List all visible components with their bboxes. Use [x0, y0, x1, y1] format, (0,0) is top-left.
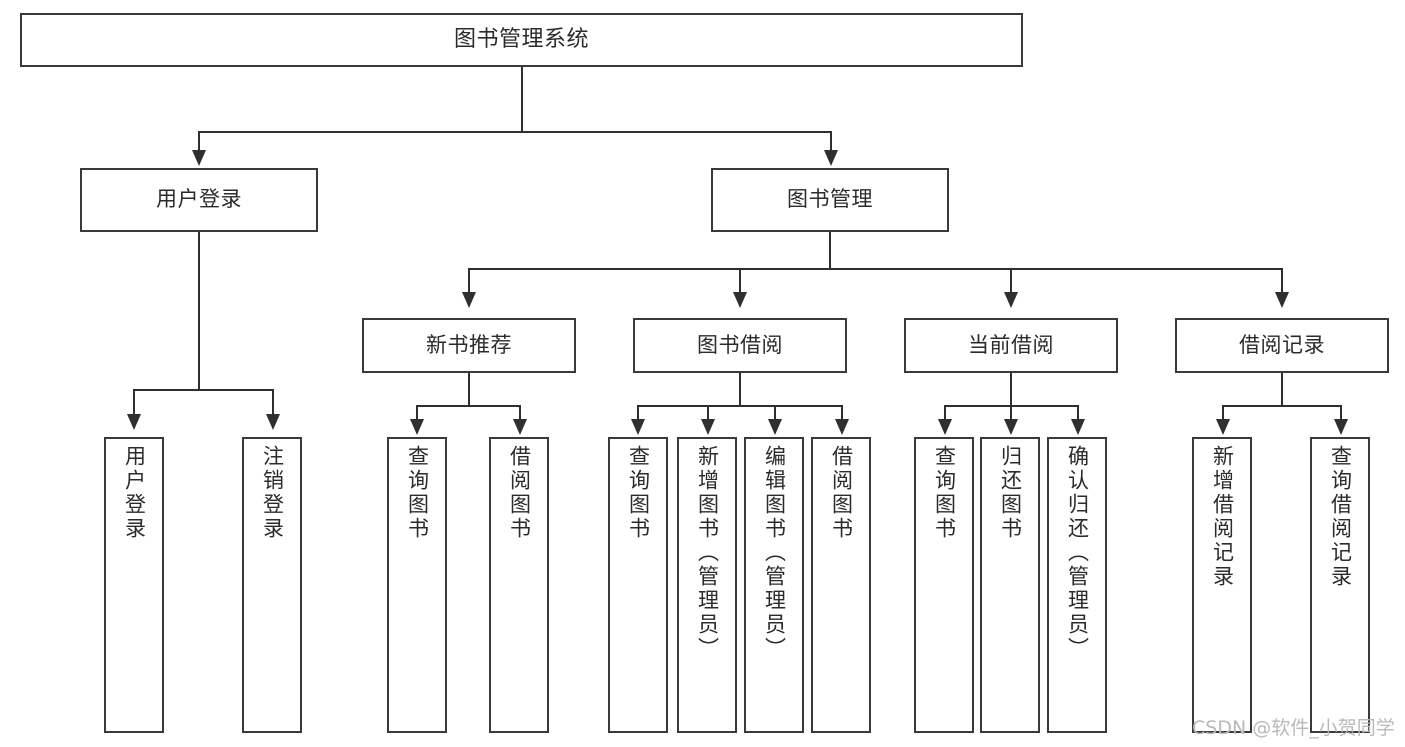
node-label: 图书管理系统 [453, 26, 589, 52]
leaf-borrow-edit-book-admin[interactable]: 编辑图书（管理员） [744, 437, 804, 733]
arrow-icon-borrow-3 [768, 419, 782, 435]
connector-newbook-drop-2 [519, 405, 521, 422]
connector-root-drop-1 [198, 131, 200, 153]
connector-record-stem [1281, 373, 1283, 405]
node-current-borrow[interactable]: 当前借阅 [904, 318, 1118, 373]
arrow-icon-userlogin-1 [127, 414, 141, 430]
connector-newbook-stem [468, 373, 470, 405]
node-label: 新书推荐 [426, 332, 512, 357]
node-label: 借阅记录 [1239, 332, 1325, 357]
connector-userlogin-bus [133, 389, 274, 391]
connector-userlogin-drop-2 [272, 389, 274, 417]
node-new-book-recommend[interactable]: 新书推荐 [362, 318, 576, 373]
arrow-icon-bookmgmt-2 [733, 292, 747, 308]
connector-borrow-drop-3 [774, 405, 776, 422]
connector-borrow-bus [637, 405, 842, 407]
leaf-user-login[interactable]: 用户登录 [104, 437, 164, 733]
node-label: 注销登录 [260, 445, 285, 541]
connector-newbook-drop-1 [416, 405, 418, 422]
node-user-login[interactable]: 用户登录 [80, 168, 318, 232]
arrow-icon-bookmgmt-4 [1275, 292, 1289, 308]
leaf-newbook-borrow-book[interactable]: 借阅图书 [489, 437, 549, 733]
node-root-system[interactable]: 图书管理系统 [20, 13, 1023, 67]
node-label: 编辑图书（管理员） [762, 445, 787, 661]
arrow-icon-record-2 [1334, 419, 1348, 435]
connector-userlogin-stem [198, 232, 200, 389]
node-book-management[interactable]: 图书管理 [711, 168, 949, 232]
arrow-icon-current-2 [1004, 419, 1018, 435]
node-label: 当前借阅 [968, 332, 1054, 357]
arrow-icon-current-1 [938, 419, 952, 435]
node-label: 借阅图书 [507, 445, 532, 541]
connector-userlogin-drop-1 [133, 389, 135, 417]
node-borrow-record[interactable]: 借阅记录 [1175, 318, 1389, 373]
connector-borrow-drop-2 [707, 405, 709, 422]
connector-record-bus [1222, 405, 1341, 407]
connector-borrow-drop-4 [841, 405, 843, 422]
connector-record-drop-2 [1340, 405, 1342, 422]
connector-borrow-stem [739, 373, 741, 405]
node-book-borrow[interactable]: 图书借阅 [633, 318, 847, 373]
connector-current-drop-2 [1010, 405, 1012, 422]
connector-current-stem [1010, 373, 1012, 405]
connector-bookmgmt-bus [468, 268, 1282, 270]
connector-bookmgmt-drop-2 [739, 268, 741, 294]
node-label: 确认归还（管理员） [1065, 445, 1090, 661]
leaf-record-query-record[interactable]: 查询借阅记录 [1310, 437, 1370, 733]
leaf-current-query-book[interactable]: 查询图书 [914, 437, 974, 733]
leaf-current-confirm-return-admin[interactable]: 确认归还（管理员） [1047, 437, 1107, 733]
leaf-current-return-book[interactable]: 归还图书 [980, 437, 1040, 733]
node-label: 新增图书（管理员） [695, 445, 720, 661]
leaf-newbook-query-book[interactable]: 查询图书 [387, 437, 447, 733]
leaf-borrow-query-book[interactable]: 查询图书 [608, 437, 668, 733]
node-label: 归还图书 [998, 445, 1023, 541]
arrow-icon-userlogin-2 [266, 414, 280, 430]
node-label: 查询图书 [626, 445, 651, 541]
node-label: 查询图书 [932, 445, 957, 541]
node-label: 借阅图书 [829, 445, 854, 541]
node-label: 查询借阅记录 [1328, 445, 1353, 589]
node-label: 图书管理 [787, 187, 873, 212]
node-label: 新增借阅记录 [1210, 445, 1235, 589]
connector-bookmgmt-drop-4 [1281, 268, 1283, 294]
arrow-icon-bookmgmt-1 [462, 292, 476, 308]
arrow-icon-bookmgmt-3 [1004, 292, 1018, 308]
arrow-icon-current-3 [1071, 419, 1085, 435]
arrow-icon-newbook-2 [513, 419, 527, 435]
connector-bookmgmt-stem [829, 232, 831, 268]
node-label: 用户登录 [156, 187, 242, 212]
node-label: 用户登录 [122, 445, 147, 541]
arrow-icon-root-1 [192, 150, 206, 166]
arrow-icon-borrow-1 [631, 419, 645, 435]
arrow-icon-newbook-1 [410, 419, 424, 435]
leaf-borrow-borrow-book[interactable]: 借阅图书 [811, 437, 871, 733]
leaf-borrow-add-book-admin[interactable]: 新增图书（管理员） [677, 437, 737, 733]
connector-current-drop-1 [944, 405, 946, 422]
leaf-logout[interactable]: 注销登录 [242, 437, 302, 733]
connector-current-drop-3 [1077, 405, 1079, 422]
connector-bookmgmt-drop-1 [468, 268, 470, 294]
connector-root-bus [198, 131, 832, 133]
arrow-icon-record-1 [1216, 419, 1230, 435]
arrow-icon-borrow-2 [701, 419, 715, 435]
arrow-icon-borrow-4 [835, 419, 849, 435]
node-label: 图书借阅 [697, 332, 783, 357]
connector-root-stem [521, 67, 523, 131]
connector-borrow-drop-1 [637, 405, 639, 422]
connector-bookmgmt-drop-3 [1010, 268, 1012, 294]
connector-newbook-bus [416, 405, 521, 407]
connector-root-drop-2 [830, 131, 832, 153]
leaf-record-add-record[interactable]: 新增借阅记录 [1192, 437, 1252, 733]
arrow-icon-root-2 [824, 150, 838, 166]
node-label: 查询图书 [405, 445, 430, 541]
watermark-text: CSDN @软件_小贺同学 [1192, 717, 1395, 739]
connector-record-drop-1 [1222, 405, 1224, 422]
